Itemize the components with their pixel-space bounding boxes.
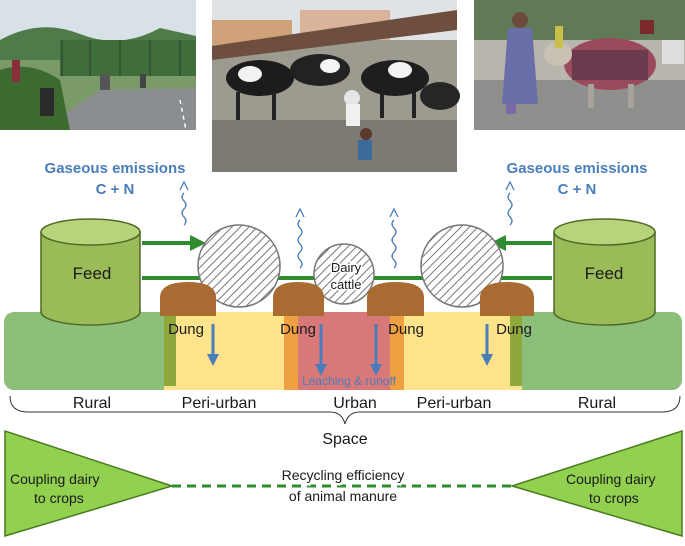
zone-label-rural-left: Rural [73,395,111,412]
emissions-right-line1: Gaseous emissions [507,160,648,177]
dung-label-3: Dung [388,321,424,338]
dairy-cattle-label-2: cattle [330,277,361,292]
cattle-circle-right [420,224,504,308]
feed-left-label: Feed [73,264,112,283]
periurban-left-olive-edge [164,312,176,386]
coupling-right-line2: to crops [589,490,639,506]
zone-label-urban: Urban [333,395,377,412]
cattle-circle-left [197,224,281,308]
leaching-runoff-label: Leaching & runoff [302,374,397,388]
dairy-cattle-label-1: Dairy [331,260,362,275]
coupling-triangle-right: Coupling dairy to crops [509,429,683,538]
dung-label-2: Dung [280,321,316,338]
cattle-circle-center: Dairy cattle [313,243,375,305]
recycling-label-2: of animal manure [289,488,397,504]
emissions-right-line2: C + N [558,181,597,198]
feed-right-label: Feed [585,264,624,283]
dung-pile-4: Dung [480,282,534,338]
zone-label-periurban-right: Peri-urban [417,395,492,412]
dung-pile-2: Dung [273,282,324,338]
recycling-label-1: Recycling efficiency [282,467,405,483]
coupling-triangle-left: Coupling dairy to crops [4,429,175,538]
coupling-right-line1: Coupling dairy [566,471,656,487]
emissions-left-line1: Gaseous emissions [45,160,186,177]
emission-squiggles [179,180,515,269]
feed-cylinder-right: Feed [553,218,656,326]
dung-label-4: Dung [496,321,532,338]
space-brace [9,395,681,425]
coupling-left-line2: to crops [34,490,84,506]
zone-label-rural-right: Rural [578,395,616,412]
coupling-left-line1: Coupling dairy [10,471,100,487]
emissions-left-line2: C + N [96,181,135,198]
periurban-right-olive-edge [510,312,522,386]
zone-label-periurban-left: Peri-urban [182,395,257,412]
leaching-arrows [211,324,489,366]
dung-label-1: Dung [168,321,204,338]
dung-pile-3: Dung [367,282,424,338]
feed-cylinder-left: Feed [40,218,141,326]
leaching-arrowheads [207,354,493,376]
dung-pile-1: Dung [160,282,216,338]
rural-road-photo [0,0,196,131]
street-cow-photo [474,0,685,130]
space-label: Space [322,431,367,448]
urban-dairy-photo [212,0,460,172]
